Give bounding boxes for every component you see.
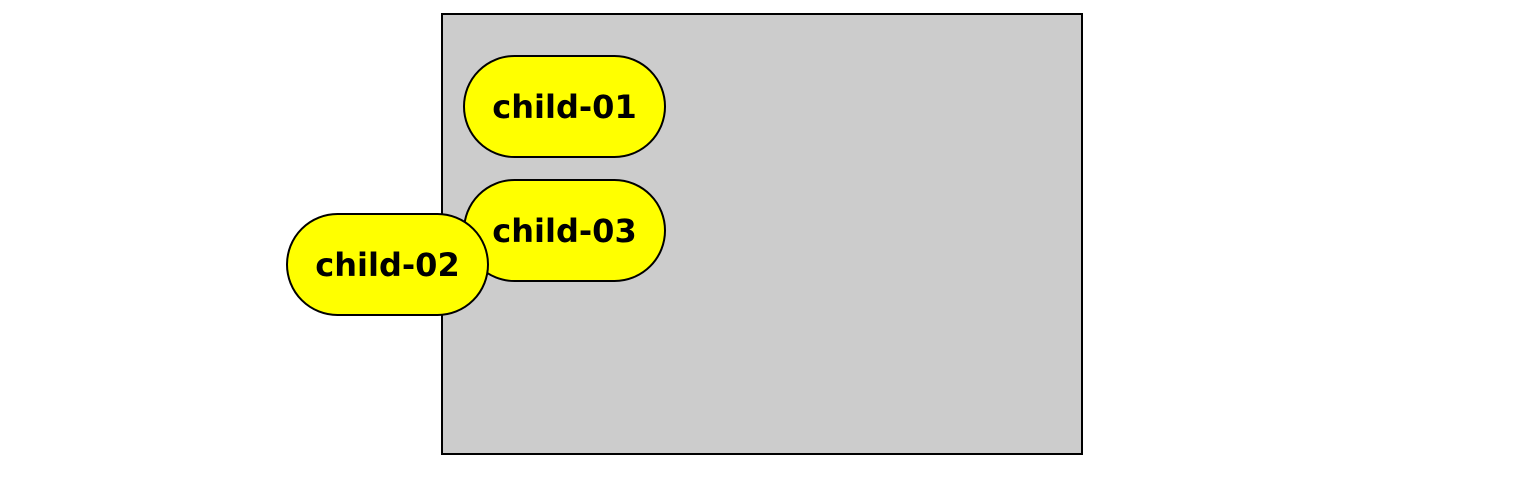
child-01-box: child-01 bbox=[463, 55, 666, 158]
child-02-label: child-02 bbox=[315, 245, 460, 284]
child-02-box: child-02 bbox=[286, 213, 489, 316]
child-03-label: child-03 bbox=[492, 211, 637, 250]
child-03-box: child-03 bbox=[463, 179, 666, 282]
child-01-label: child-01 bbox=[492, 87, 637, 126]
